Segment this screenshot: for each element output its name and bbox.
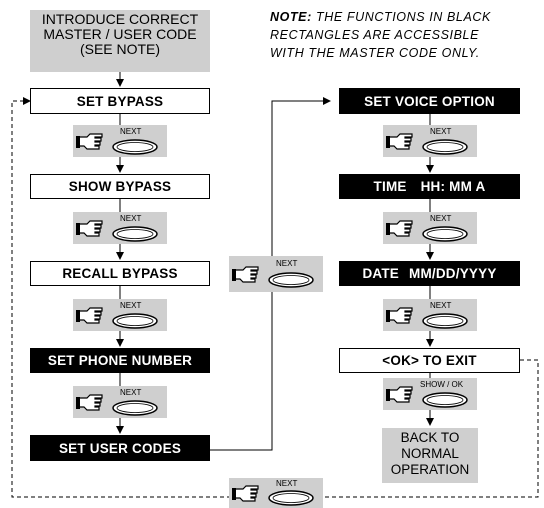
next-key-block: NEXT — [383, 125, 477, 157]
recall-bypass-box: RECALL BYPASS — [30, 261, 210, 286]
next-key-block: NEXT — [383, 212, 477, 244]
start-line: MASTER / USER CODE — [43, 26, 197, 42]
set-phone-number-box: SET PHONE NUMBER — [30, 348, 210, 373]
dashed-loop-arrow — [11, 97, 539, 498]
date-box: DATE MM/DD/YYYY — [339, 261, 520, 286]
show-ok-key-label: SHOW / OK — [420, 380, 464, 389]
set-user-codes-box: SET USER CODES — [30, 435, 210, 461]
pointing-hand-icon — [76, 307, 103, 324]
note-label: NOTE: — [270, 10, 312, 24]
next-key-label: NEXT — [120, 214, 142, 223]
next-key-block: NEXT — [73, 386, 167, 418]
note-text: RECTANGLES ARE ACCESSIBLE — [270, 28, 480, 42]
key-graphic — [76, 220, 158, 242]
pointing-hand-icon — [232, 266, 259, 283]
key-graphic — [386, 386, 468, 408]
next-key-label: NEXT — [276, 479, 298, 488]
note-text: WITH THE MASTER CODE ONLY. — [270, 46, 480, 60]
next-key-block: NEXT — [73, 299, 167, 331]
next-key-label: NEXT — [430, 127, 452, 136]
next-key-label: NEXT — [120, 388, 142, 397]
next-key-label: NEXT — [276, 259, 298, 268]
back-line: NORMAL — [401, 446, 459, 461]
pointing-hand-icon — [76, 394, 103, 411]
key-graphic — [386, 220, 468, 242]
pointing-hand-icon — [76, 133, 103, 150]
pointing-hand-icon — [76, 220, 103, 237]
pointing-hand-icon — [232, 485, 259, 502]
pointing-hand-icon — [386, 386, 413, 403]
next-key-block: NEXT — [229, 478, 323, 508]
key-graphic — [386, 307, 468, 329]
next-key-block: NEXT — [73, 125, 167, 157]
next-key-block: NEXT — [73, 212, 167, 244]
pointing-hand-icon — [386, 220, 413, 237]
back-line: OPERATION — [390, 462, 470, 477]
back-line: BACK TO — [400, 430, 460, 445]
key-graphic — [76, 394, 158, 416]
start-line: INTRODUCE CORRECT — [41, 11, 199, 27]
time-label: TIME — [373, 179, 407, 194]
show-bypass-box: SHOW BYPASS — [30, 174, 210, 199]
note: NOTE: THE FUNCTIONS IN BLACK RECTANGLES … — [270, 8, 538, 62]
key-graphic — [76, 133, 158, 155]
key-graphic — [76, 307, 158, 329]
key-graphic — [232, 266, 314, 288]
next-key-label: NEXT — [430, 214, 452, 223]
next-key-label: NEXT — [120, 127, 142, 136]
start-box: INTRODUCE CORRECT MASTER / USER CODE (SE… — [30, 10, 210, 72]
next-key-label: NEXT — [120, 301, 142, 310]
ok-to-exit-box: <OK> TO EXIT — [339, 348, 520, 373]
pointing-hand-icon — [386, 133, 413, 150]
date-format: MM/DD/YYYY — [409, 266, 497, 281]
time-box: TIME HH: MM A — [339, 174, 520, 199]
next-key-label: NEXT — [430, 301, 452, 310]
next-key-block: NEXT — [383, 299, 477, 331]
note-text: THE FUNCTIONS IN BLACK — [315, 10, 491, 24]
start-line: (SEE NOTE) — [79, 41, 161, 57]
back-to-normal-box: BACK TO NORMAL OPERATION — [382, 428, 478, 483]
key-graphic — [386, 133, 468, 155]
date-label: DATE — [362, 266, 400, 281]
pointing-hand-icon — [386, 307, 413, 324]
next-key-block: NEXT — [229, 256, 323, 292]
key-graphic — [232, 485, 314, 506]
time-format: HH: MM A — [420, 179, 486, 194]
show-ok-key-block: SHOW / OK — [383, 378, 477, 410]
set-bypass-box: SET BYPASS — [30, 88, 210, 114]
set-voice-option-box: SET VOICE OPTION — [339, 88, 520, 114]
